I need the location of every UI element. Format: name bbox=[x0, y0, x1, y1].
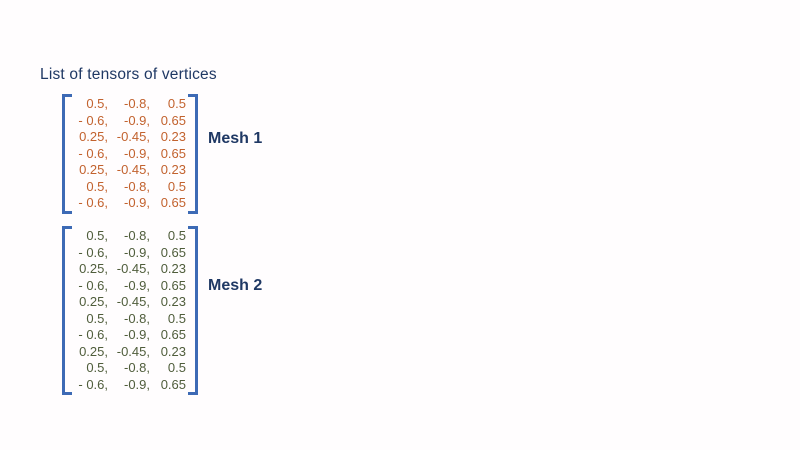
matrix-cell: 0.5, bbox=[86, 310, 108, 326]
matrix-row: 0.5, -0.8, 0.5 bbox=[74, 96, 186, 113]
matrix-cell: -0.8, bbox=[123, 310, 150, 326]
right-bracket-icon bbox=[188, 94, 198, 214]
matrix-cell: - 0.6, bbox=[78, 376, 108, 392]
matrix-cell: 0.23 bbox=[160, 294, 186, 309]
matrix-cell: 0.65 bbox=[160, 244, 186, 260]
page-title: List of tensors of vertices bbox=[40, 66, 217, 83]
left-bracket-icon bbox=[62, 226, 72, 395]
matrix-cell: 0.25, bbox=[79, 129, 108, 144]
matrix-cell: -0.9, bbox=[123, 244, 150, 260]
matrix-cell: - 0.6, bbox=[78, 244, 108, 260]
matrix-cell: -0.9, bbox=[123, 277, 150, 293]
matrix-row: 0.5, -0.8, 0.5 bbox=[74, 311, 186, 328]
matrix-cell: -0.9, bbox=[123, 327, 150, 342]
matrix-row: - 0.6, -0.9, 0.65 bbox=[74, 327, 186, 344]
matrix-row: 0.5, -0.8, 0.5 bbox=[74, 179, 186, 196]
matrix-cell: 0.5 bbox=[167, 228, 186, 243]
matrix-row: - 0.6, -0.9, 0.65 bbox=[74, 146, 186, 163]
matrix-cell: - 0.6, bbox=[78, 327, 108, 342]
matrix-cell: 0.65 bbox=[160, 376, 186, 392]
matrix-cell: 0.65 bbox=[160, 195, 186, 210]
matrix-cell: 0.5, bbox=[86, 178, 108, 194]
matrix-cell: 0.5 bbox=[167, 310, 186, 326]
matrix-cell: 0.5, bbox=[86, 228, 108, 243]
matrix-row: 0.5, -0.8, 0.5 bbox=[74, 228, 186, 245]
matrix-row: 0.5, -0.8, 0.5 bbox=[74, 360, 186, 377]
matrix-row: - 0.6, -0.9, 0.65 bbox=[74, 377, 186, 394]
matrix-row: - 0.6, -0.9, 0.65 bbox=[74, 113, 186, 130]
right-bracket-icon bbox=[188, 226, 198, 395]
matrix-row: 0.25, -0.45, 0.23 bbox=[74, 294, 186, 311]
matrix-cell: -0.9, bbox=[123, 195, 150, 210]
matrix-cell: -0.9, bbox=[123, 145, 150, 161]
matrix-cell: - 0.6, bbox=[78, 112, 108, 128]
matrix-row: 0.25, -0.45, 0.23 bbox=[74, 261, 186, 278]
matrix-cell: 0.5 bbox=[167, 96, 186, 111]
matrix-cell: 0.25, bbox=[79, 162, 108, 177]
matrix-cell: -0.45, bbox=[116, 162, 150, 177]
matrix-cell: - 0.6, bbox=[78, 277, 108, 293]
matrix-cell: 0.23 bbox=[160, 162, 186, 177]
matrix-cell: 0.23 bbox=[160, 343, 186, 359]
matrix-cell: - 0.6, bbox=[78, 145, 108, 161]
matrix-cell: -0.8, bbox=[123, 228, 150, 243]
matrix-cell: -0.45, bbox=[116, 129, 150, 144]
matrix-cell: - 0.6, bbox=[78, 195, 108, 210]
matrix-cell: 0.23 bbox=[160, 261, 186, 276]
matrix-cell: 0.65 bbox=[160, 277, 186, 293]
matrix-cell: 0.65 bbox=[160, 145, 186, 161]
matrix-row: 0.25, -0.45, 0.23 bbox=[74, 344, 186, 361]
mesh2-label: Mesh 2 bbox=[208, 277, 263, 294]
matrix-cell: -0.45, bbox=[116, 261, 150, 276]
matrix-cell: 0.5 bbox=[167, 360, 186, 375]
matrix-cell: 0.65 bbox=[160, 112, 186, 128]
matrix-cell: 0.65 bbox=[160, 327, 186, 342]
matrix-cell: 0.25, bbox=[79, 343, 108, 359]
matrix-row: 0.25, -0.45, 0.23 bbox=[74, 129, 186, 146]
matrix-cell: 0.5, bbox=[86, 360, 108, 375]
left-bracket-icon bbox=[62, 94, 72, 214]
matrix-cell: -0.45, bbox=[116, 294, 150, 309]
matrix-cell: -0.9, bbox=[123, 376, 150, 392]
matrix-cell: 0.23 bbox=[160, 129, 186, 144]
matrix-cell: -0.45, bbox=[116, 343, 150, 359]
matrix-cell: 0.25, bbox=[79, 261, 108, 276]
matrix-cell: -0.8, bbox=[123, 360, 150, 375]
matrix-row: 0.25, -0.45, 0.23 bbox=[74, 162, 186, 179]
matrix-row: - 0.6, -0.9, 0.65 bbox=[74, 195, 186, 212]
matrix-cell: 0.5, bbox=[86, 96, 108, 111]
matrix-cell: -0.9, bbox=[123, 112, 150, 128]
matrix-cell: -0.8, bbox=[123, 178, 150, 194]
matrix-row: - 0.6, -0.9, 0.65 bbox=[74, 245, 186, 262]
matrix-cell: -0.8, bbox=[123, 96, 150, 111]
matrix-cell: 0.25, bbox=[79, 294, 108, 309]
matrix-cell: 0.5 bbox=[167, 178, 186, 194]
matrix-row: - 0.6, -0.9, 0.65 bbox=[74, 278, 186, 295]
mesh1-label: Mesh 1 bbox=[208, 130, 263, 147]
